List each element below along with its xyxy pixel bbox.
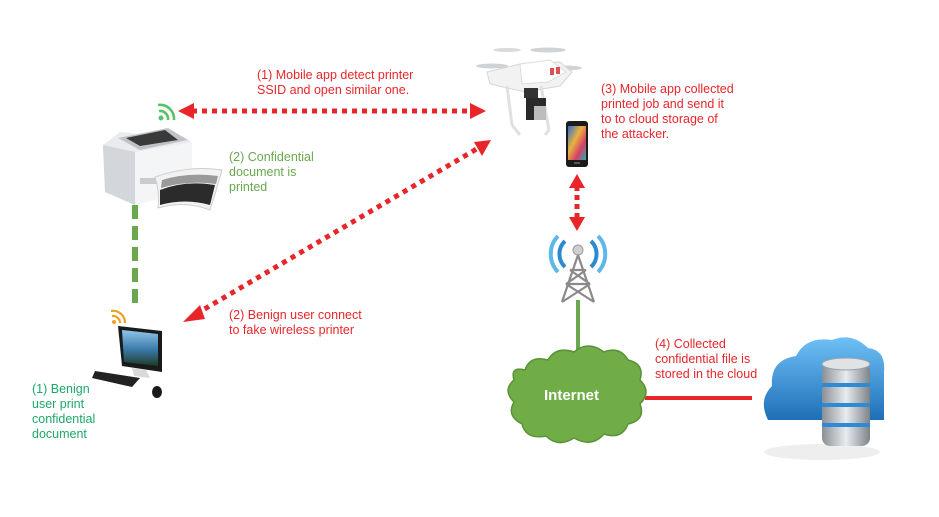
annotation-step2-connect: (2) Benign user connect to fake wireless…	[229, 308, 362, 337]
smartphone-icon[interactable]	[566, 121, 588, 167]
arrowhead-up	[569, 174, 585, 188]
annotation-step4-stored: (4) Collected confidential file is store…	[655, 337, 758, 381]
arrowhead-right	[470, 103, 486, 119]
desktop-computer-icon[interactable]	[92, 309, 162, 398]
arrowhead-left	[178, 103, 194, 119]
edge-phone-tower	[569, 174, 585, 231]
edge-computer-drone	[183, 140, 491, 322]
annotation-step2-printed: (2) Confidential document is printed	[229, 150, 314, 194]
arrowhead-down-left	[183, 305, 205, 322]
wifi-icon-orange	[110, 309, 127, 324]
internet-label: Internet	[544, 387, 600, 404]
cloud-database-icon[interactable]	[763, 337, 885, 460]
arrowhead-up-right	[474, 140, 491, 156]
internet-cloud-icon[interactable]	[507, 345, 647, 444]
edge-printer-drone	[178, 103, 486, 119]
printer-icon[interactable]	[103, 128, 223, 211]
arrowhead-down	[569, 217, 585, 231]
drone-icon[interactable]	[476, 47, 582, 136]
wifi-icon	[157, 103, 176, 121]
annotation-step1-detect: (1) Mobile app detect printer SSID and o…	[257, 68, 414, 97]
annotation-step3-collected: (3) Mobile app collected printed job and…	[601, 82, 734, 141]
annotation-step1-user: (1) Benign user print confidential docum…	[32, 382, 96, 441]
cell-tower-icon[interactable]	[548, 234, 608, 303]
